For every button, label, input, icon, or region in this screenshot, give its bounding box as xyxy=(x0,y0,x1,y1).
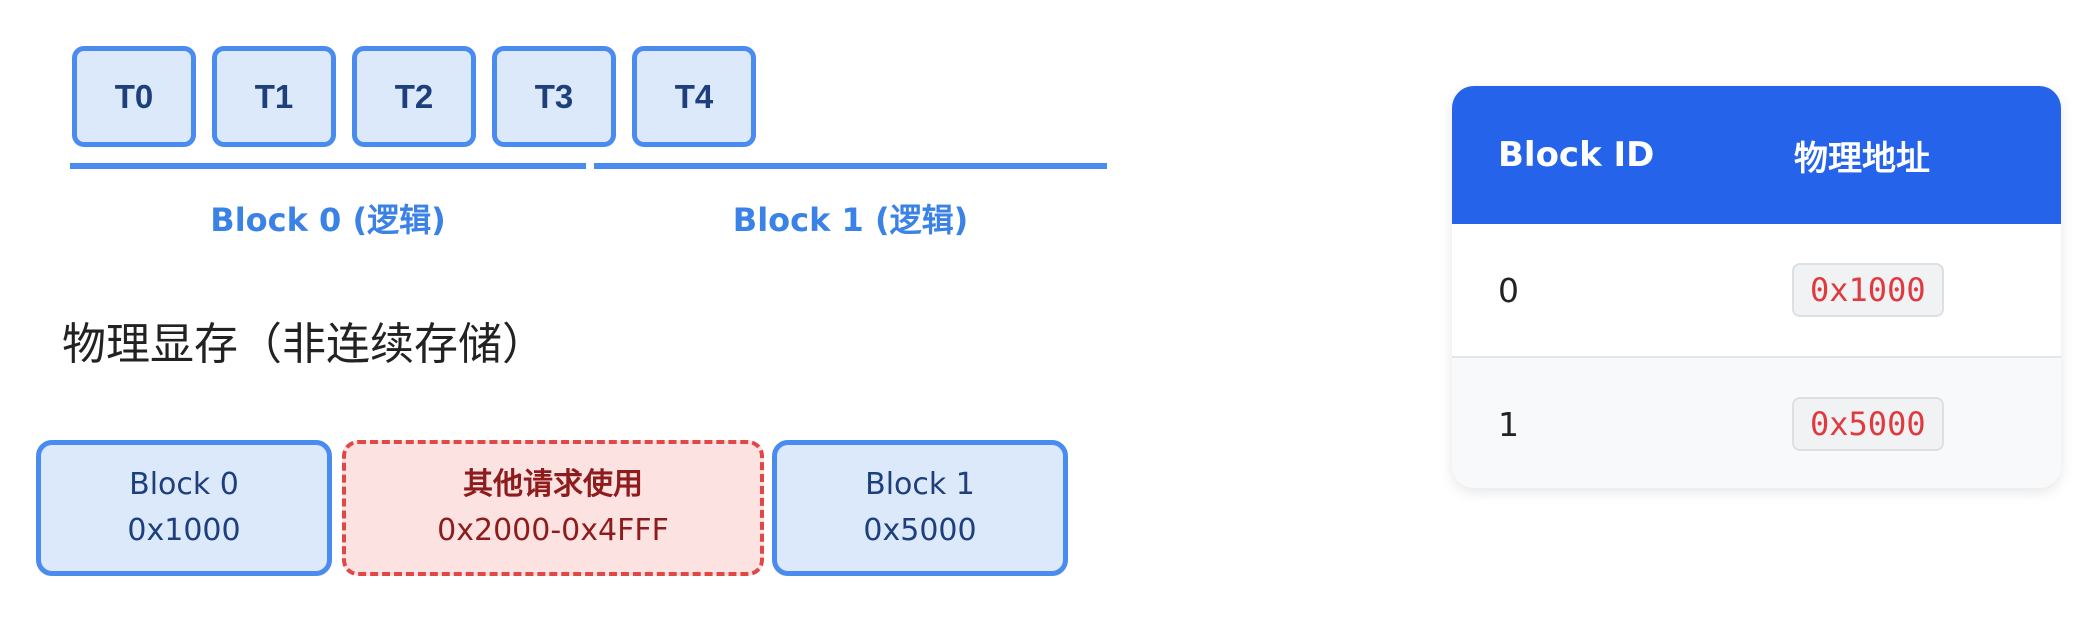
physical-block-0-address: 0x1000 xyxy=(127,513,241,548)
table-cell-address: 0x5000 xyxy=(1792,397,1944,451)
token-t2: T2 xyxy=(352,46,476,147)
table-header: Block ID 物理地址 xyxy=(1452,86,2061,224)
table-row: 0 0x1000 xyxy=(1452,224,2061,358)
table-cell-block-id: 1 xyxy=(1498,404,1519,444)
physical-other-requests: 其他请求使用 0x2000-0x4FFF xyxy=(342,440,764,576)
physical-block-0: Block 0 0x1000 xyxy=(36,440,332,576)
physical-other-address: 0x2000-0x4FFF xyxy=(437,513,669,548)
physical-block-1: Block 1 0x5000 xyxy=(772,440,1068,576)
token-t3: T3 xyxy=(492,46,616,147)
token-t1: T1 xyxy=(212,46,336,147)
table-header-block-id: Block ID xyxy=(1498,135,1655,175)
table-cell-block-id: 0 xyxy=(1498,270,1519,310)
table-cell-address: 0x1000 xyxy=(1792,263,1944,317)
logical-block-1-label: Block 1 (逻辑) xyxy=(732,201,969,239)
table-row: 1 0x5000 xyxy=(1452,358,2061,488)
token-t4: T4 xyxy=(632,46,756,147)
token-t0: T0 xyxy=(72,46,196,147)
physical-block-1-address: 0x5000 xyxy=(863,513,977,548)
logical-block-0-label: Block 0 (逻辑) xyxy=(210,201,446,239)
logical-block-1-line xyxy=(594,163,1107,169)
physical-memory-title: 物理显存（非连续存储） xyxy=(62,319,546,370)
physical-block-1-title: Block 1 xyxy=(865,467,975,502)
table-header-physical-address: 物理地址 xyxy=(1794,138,1930,179)
physical-other-title: 其他请求使用 xyxy=(463,467,643,502)
physical-block-0-title: Block 0 xyxy=(129,467,239,502)
logical-block-0-line xyxy=(70,163,586,169)
block-table: Block ID 物理地址 0 0x1000 1 0x5000 xyxy=(1452,86,2061,488)
